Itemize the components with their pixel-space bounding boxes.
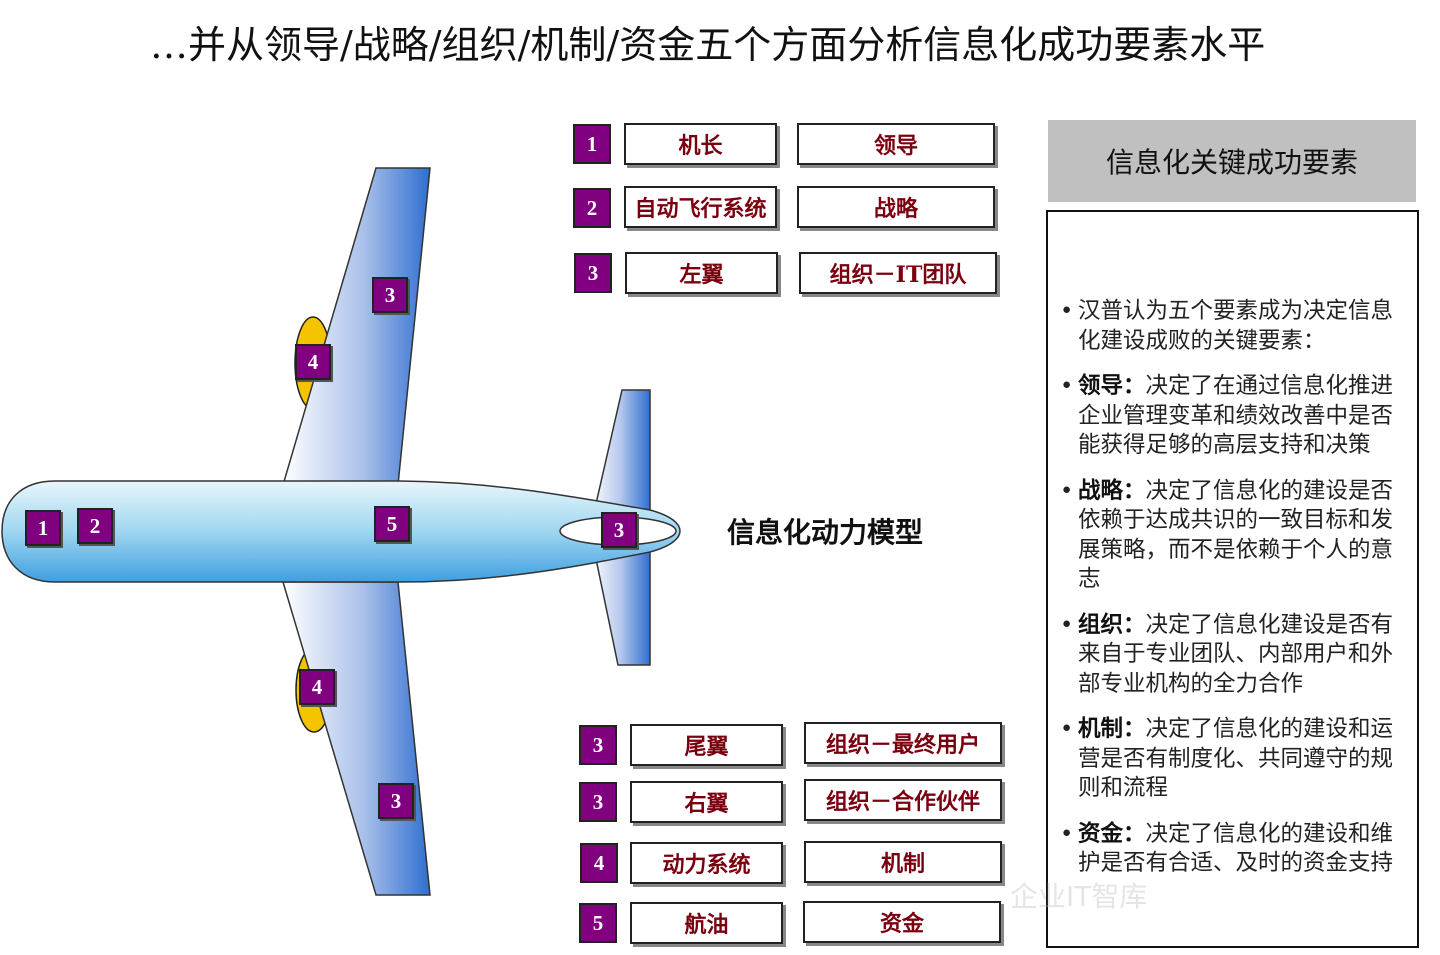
legend-number: 3	[574, 253, 612, 293]
factor-term: 组织	[1078, 612, 1123, 638]
legend-part: 机长	[624, 123, 777, 165]
factor-term: 机制	[1078, 716, 1123, 742]
factor-sep: ：	[1123, 478, 1146, 504]
watermark: 企业IT智库	[1010, 875, 1147, 915]
factor-term: 资金	[1078, 821, 1123, 847]
list-item: 组织：决定了信息化建设是否有来自于专业团队、内部用户和外部专业机构的全力合作	[1060, 611, 1412, 700]
factor-sep: ：	[1123, 821, 1146, 847]
legend-meaning: 领导	[797, 123, 995, 165]
list-item: 资金：决定了信息化的建设和维护是否有合适、及时的资金支持	[1060, 820, 1412, 879]
legend-number: 2	[573, 188, 611, 228]
legend-number: 3	[579, 782, 617, 822]
legend-part: 尾翼	[630, 724, 783, 766]
factor-term: 领导	[1078, 373, 1123, 399]
fuselage-marker-5: 5	[374, 506, 410, 542]
legend-number: 4	[580, 843, 618, 883]
factor-sep: ：	[1123, 373, 1146, 399]
factor-list: 汉普认为五个要素成为决定信息化建设成败的关键要素： 领导：决定了在通过信息化推进…	[1060, 297, 1412, 895]
lower-engine-marker-4: 4	[299, 669, 335, 705]
list-item: 战略：决定了信息化的建设是否依赖于达成共识的一致目标和发展策略，而不是依赖于个人…	[1060, 477, 1412, 595]
list-item: 领导：决定了在通过信息化推进企业管理变革和绩效改善中是否能获得足够的高层支持和决…	[1060, 372, 1412, 461]
legend-meaning: 组织－最终用户	[804, 722, 1002, 764]
factor-term: 战略	[1078, 478, 1123, 504]
legend-number: 5	[579, 903, 617, 943]
legend-meaning: 组织－IT团队	[799, 252, 997, 294]
legend-meaning: 机制	[804, 841, 1002, 883]
legend-number: 3	[579, 725, 617, 765]
legend-meaning: 资金	[803, 901, 1001, 943]
factor-sep: ：	[1123, 612, 1146, 638]
model-label: 信息化动力模型	[727, 511, 923, 551]
legend-part: 自动飞行系统	[624, 186, 777, 228]
legend-part: 右翼	[630, 781, 783, 823]
upper-engine-marker-4: 4	[295, 344, 331, 380]
legend-number: 1	[573, 124, 611, 164]
lower-wing-marker-3: 3	[378, 783, 414, 819]
legend-meaning: 战略	[797, 186, 995, 228]
legend-meaning: 组织－合作伙伴	[804, 779, 1002, 821]
list-item: 机制：决定了信息化的建设和运营是否有制度化、共同遵守的规则和流程	[1060, 715, 1412, 804]
upper-wing-marker-3: 3	[372, 277, 408, 313]
lower-wing-shape	[283, 582, 430, 895]
legend-part: 航油	[630, 902, 783, 944]
fuselage-marker-1: 1	[25, 510, 61, 546]
fuselage-marker-2: 2	[77, 508, 113, 544]
tail-marker-3: 3	[601, 512, 637, 548]
intro-text: 汉普认为五个要素成为决定信息化建设成败的关键要素：	[1078, 298, 1393, 354]
legend-part: 左翼	[625, 252, 778, 294]
factor-sep: ：	[1123, 716, 1146, 742]
list-item-intro: 汉普认为五个要素成为决定信息化建设成败的关键要素：	[1060, 297, 1412, 356]
panel-heading: 信息化关键成功要素	[1048, 120, 1416, 202]
legend-part: 动力系统	[630, 842, 783, 884]
